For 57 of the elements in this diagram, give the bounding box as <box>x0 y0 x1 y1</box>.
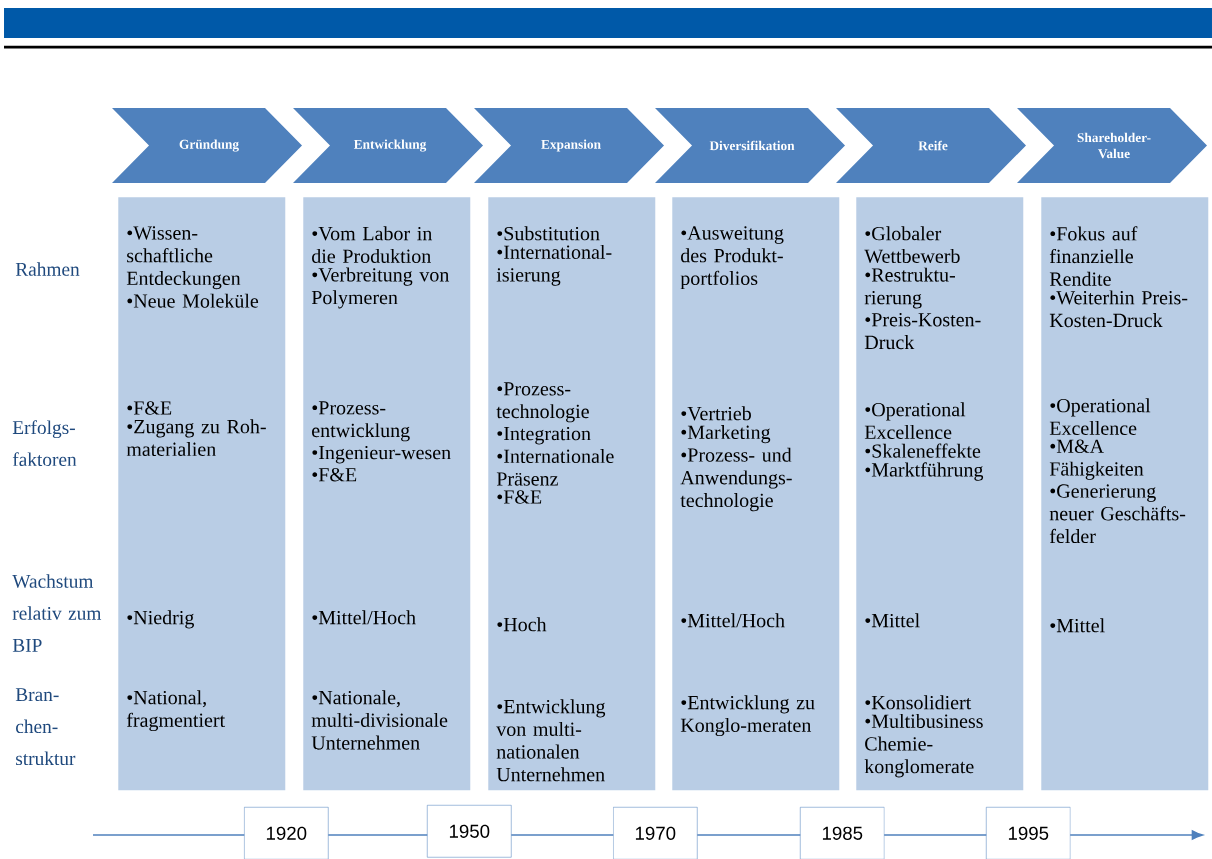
bullet-item: •Marketing <box>681 425 771 444</box>
bullet-item: •Integration <box>497 426 591 445</box>
phase-banner: Entwicklung <box>293 108 483 183</box>
bullet-item: •Entwicklung zu Konglo-meraten <box>680 695 815 737</box>
bullet-item: •Marktführung <box>865 462 984 481</box>
bullet-item: •Fokus auf finanzielle Rendite <box>1049 226 1138 286</box>
bullet-item: •National, fragmentiert <box>126 690 225 732</box>
bullet-item: •Nationale, multi-divisionale Unternehmen <box>311 690 448 750</box>
year-box: 1950 <box>427 805 512 858</box>
bullet-item: •Prozess- und Anwendungs-technologie <box>680 447 792 512</box>
bullet-item: •Niedrig <box>127 610 194 629</box>
row-label: Erfolgs-faktoren <box>12 420 77 467</box>
bullet-item: •F&E <box>312 467 357 482</box>
row-label: Bran-chen-struktur <box>15 688 76 766</box>
bullet-item: •Vom Labor in die Produktion <box>312 226 433 263</box>
bullet-item: •Ausweitung des Produkt-portfolios <box>680 226 784 290</box>
phase-banner: Reife <box>836 108 1026 183</box>
bullet-item: •Prozess-technologie <box>496 382 589 423</box>
bullet-item: •Mittel <box>865 613 920 628</box>
bullet-item: •Globaler Wettbewerb <box>864 226 960 264</box>
row-label: Rahmen <box>15 262 80 276</box>
bullet-item: •Mittel <box>1050 618 1105 633</box>
year-box: 1995 <box>986 807 1071 859</box>
bullet-item: •Hoch <box>497 617 547 632</box>
bullet-item: •Generierung neuer Geschäfts-felder <box>1049 484 1186 544</box>
bullet-item: •Konsolidiert <box>865 695 972 710</box>
bullet-item: •Wissen-schaftliche Entdeckungen <box>126 226 241 290</box>
phase-banner: Shareholder-Value <box>1017 108 1207 183</box>
year-box: 1920 <box>244 807 329 859</box>
bullet-item: •Operational Excellence <box>864 402 966 439</box>
node-label: 1970 <box>635 826 676 840</box>
bullet-item: •M&A Fähigkeiten <box>1049 439 1144 480</box>
bullet-item: •Substitution <box>497 226 600 241</box>
bullet-item: •Internationale Präsenz <box>496 449 614 486</box>
bullet-item: •Prozess-entwicklung <box>312 401 410 442</box>
bullet-item: •Preis-Kosten-Druck <box>864 313 981 350</box>
bullet-item: •Multibusiness Chemie-konglomerate <box>864 713 983 778</box>
bullet-item: •Zugang zu Roh-materialien <box>126 419 266 456</box>
year-box: 1985 <box>800 807 885 859</box>
bullet-item: •Ingenieur-wesen <box>312 445 451 464</box>
bullet-item: •Mittel/Hoch <box>681 613 785 628</box>
bullet-item: •Weiterhin Preis-Kosten-Druck <box>1049 290 1188 328</box>
bullet-item: •International-isierung <box>496 244 612 286</box>
bullet-item: •F&E <box>127 401 172 415</box>
bullet-item: •Operational Excellence <box>1049 398 1151 435</box>
bullet-item: •Entwicklung von multi-nationalen Unternehmen <box>496 699 606 782</box>
bullet-item: •F&E <box>497 490 542 504</box>
phase-banner: Expansion <box>474 108 664 183</box>
year-box: 1970 <box>613 807 698 859</box>
bullet-item: •Neue Moleküle <box>127 293 259 308</box>
bullet-item: •Mittel/Hoch <box>312 610 416 625</box>
bullet-item: •Restruktu-rierung <box>864 267 955 309</box>
phase-banner: Diversifikation <box>655 108 845 183</box>
phase-banner: Gründung <box>112 108 302 183</box>
bullet-item: •Vertrieb <box>681 406 751 421</box>
bullet-item: •Verbreitung von Polymeren <box>311 267 450 309</box>
bullet-item: •Skaleneffekte <box>865 443 981 458</box>
